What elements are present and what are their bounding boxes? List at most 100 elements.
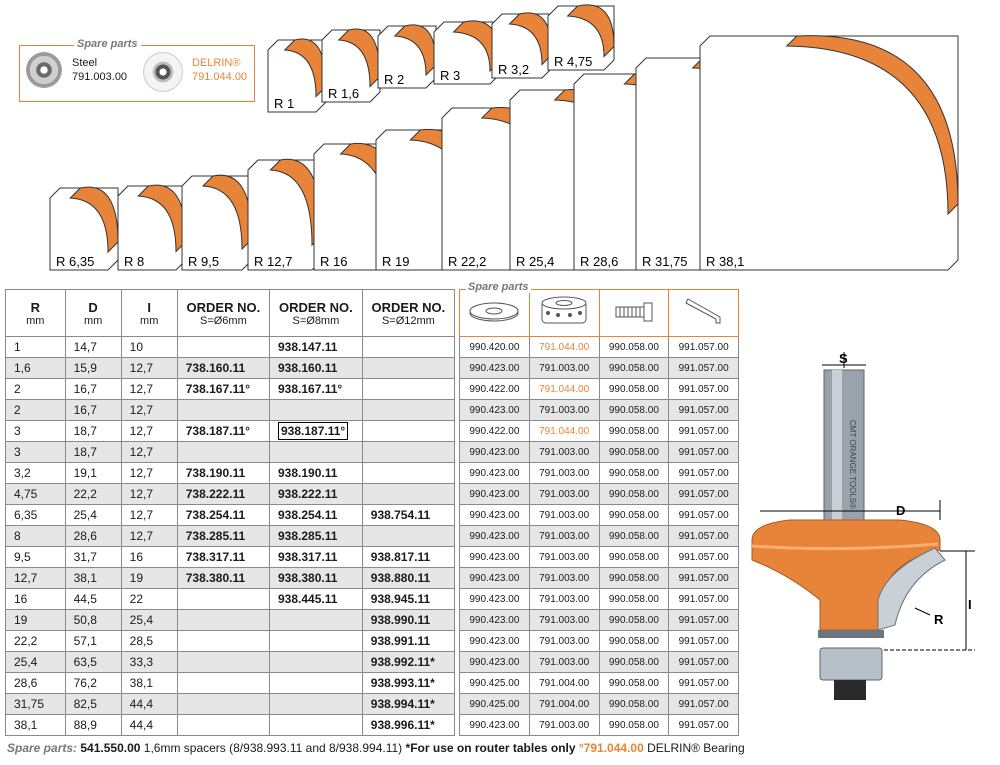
table-cell: 6,35 bbox=[5, 504, 66, 526]
col-header-5: ORDER NO.S=Ø12mm bbox=[361, 289, 456, 337]
table-cell: 938.317.11 bbox=[269, 546, 363, 568]
spare-cell: 791.003.00 bbox=[528, 462, 600, 484]
spare-cell: 991.057.00 bbox=[668, 336, 739, 358]
table-cell: 938.880.11 bbox=[361, 567, 456, 589]
spare-cell: 990.058.00 bbox=[598, 462, 670, 484]
col-header-unit: mm bbox=[26, 314, 45, 327]
spare-cell: 990.058.00 bbox=[598, 399, 670, 421]
table-cell: 738.167.11° bbox=[176, 378, 271, 400]
table-cell bbox=[176, 714, 271, 736]
table-cell: 12,7 bbox=[120, 483, 178, 505]
profile-label: R 31,75 bbox=[642, 254, 688, 269]
spare-cell: 991.057.00 bbox=[668, 714, 739, 736]
spare-cell: 991.057.00 bbox=[668, 357, 739, 379]
table-cell: 82,5 bbox=[64, 693, 122, 715]
spare-cell: 991.057.00 bbox=[668, 504, 739, 526]
small-profile: R 1 bbox=[267, 38, 327, 113]
spare-cell: 791.003.00 bbox=[528, 357, 600, 379]
profile-label: R 3,2 bbox=[498, 62, 529, 77]
profile-label: R 9,5 bbox=[188, 254, 219, 269]
spare-cell: 791.003.00 bbox=[528, 483, 600, 505]
table-cell: 12,7 bbox=[120, 525, 178, 547]
spare-cell: 990.058.00 bbox=[598, 357, 670, 379]
spare-cell: 990.423.00 bbox=[459, 609, 530, 631]
table-cell: 8 bbox=[5, 525, 66, 547]
spare-cell: 791.004.00 bbox=[528, 672, 600, 694]
table-cell: 938.285.11 bbox=[269, 525, 363, 547]
large-profile: R 8 bbox=[117, 184, 187, 271]
table-cell: 25,4 bbox=[120, 609, 178, 631]
table-cell: 938.754.11 bbox=[361, 504, 456, 526]
spare-cell: 791.044.00 bbox=[528, 420, 600, 442]
washer-icon bbox=[459, 289, 530, 337]
spare-cell: 990.058.00 bbox=[598, 588, 670, 610]
footer-code: 541.550.00 bbox=[80, 741, 141, 755]
table-cell bbox=[176, 672, 271, 694]
spare-cell: 791.003.00 bbox=[528, 567, 600, 589]
profile-label: R 22,2 bbox=[448, 254, 486, 269]
table-cell: 38,1 bbox=[64, 567, 122, 589]
table-cell: 44,4 bbox=[120, 693, 178, 715]
table-cell: 738.187.11° bbox=[176, 420, 271, 442]
table-cell: 938.990.11 bbox=[361, 609, 456, 631]
spare-cell: 990.423.00 bbox=[459, 651, 530, 673]
table-cell: 25,4 bbox=[5, 651, 66, 673]
table-cell: 738.222.11 bbox=[176, 483, 271, 505]
steel-code: 791.003.00 bbox=[72, 71, 128, 83]
table-cell: 12,7 bbox=[120, 357, 178, 379]
table-cell: 938.945.11 bbox=[361, 588, 456, 610]
table-cell: 16,7 bbox=[64, 378, 122, 400]
spare-cell: 990.423.00 bbox=[459, 399, 530, 421]
col-header-4: ORDER NO.S=Ø8mm bbox=[269, 289, 363, 337]
small-profile: R 3,2 bbox=[491, 12, 553, 79]
spare-cell: 990.058.00 bbox=[598, 714, 670, 736]
table-cell: 38,1 bbox=[5, 714, 66, 736]
spare-cell: 791.004.00 bbox=[528, 693, 600, 715]
spare-cell: 990.058.00 bbox=[598, 336, 670, 358]
spare-cell: 990.058.00 bbox=[598, 483, 670, 505]
footer-delrin-text: DELRIN® Bearing bbox=[647, 741, 745, 755]
small-profile: R 1,6 bbox=[321, 28, 381, 103]
spare-cell: 990.058.00 bbox=[598, 672, 670, 694]
spare-cell: 991.057.00 bbox=[668, 483, 739, 505]
table-cell bbox=[269, 630, 363, 652]
table-cell: 738.160.11 bbox=[176, 357, 271, 379]
table-cell: 3 bbox=[5, 441, 66, 463]
footer-delrin-code: °791.044.00 bbox=[578, 741, 644, 755]
col-header-unit: S=Ø12mm bbox=[381, 314, 435, 327]
hex-key-icon bbox=[668, 289, 739, 337]
spare-cell: 791.003.00 bbox=[528, 714, 600, 736]
dim-d: D bbox=[896, 503, 905, 518]
table-cell: 18,7 bbox=[64, 441, 122, 463]
table-cell: 938.187.11° bbox=[269, 420, 363, 442]
table-cell: 22,2 bbox=[5, 630, 66, 652]
col-header-unit: S=Ø8mm bbox=[292, 314, 340, 327]
spare-cell: 990.423.00 bbox=[459, 483, 530, 505]
table-cell: 19 bbox=[5, 609, 66, 631]
spare-cell: 791.003.00 bbox=[528, 651, 600, 673]
table-cell: 15,9 bbox=[64, 357, 122, 379]
table-cell: 4,75 bbox=[5, 483, 66, 505]
large-profile: R 9,5 bbox=[181, 174, 253, 271]
spare-cell: 991.057.00 bbox=[668, 609, 739, 631]
steel-label: Steel bbox=[72, 57, 98, 69]
table-cell bbox=[361, 399, 456, 421]
table-cell bbox=[269, 609, 363, 631]
